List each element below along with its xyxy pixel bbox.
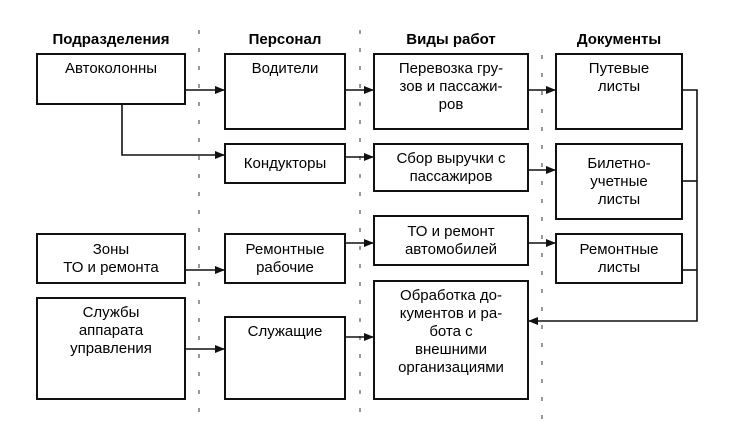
box-maintenance-zones: Зоны ТО и ремонта [36, 233, 186, 284]
column-header-work-types: Виды работ [406, 31, 496, 48]
column-header-staff: Персонал [248, 31, 322, 48]
box-label: управления [70, 340, 152, 357]
box-label: пассажиров [409, 167, 493, 185]
arrow-columns-conductors [121, 105, 225, 159]
box-label: Ремонтные [245, 240, 325, 258]
box-label: Кондукторы [243, 154, 327, 172]
box-drivers: Водители [224, 53, 346, 130]
box-label: Водители [251, 60, 319, 77]
box-label: Сбор выручки с [396, 149, 506, 167]
box-label: внешними [415, 341, 487, 358]
box-label: Ремонтные [579, 240, 659, 258]
box-label: Билетно- [587, 154, 651, 172]
column-header-departments: Подразделения [52, 31, 170, 48]
box-label: листы [597, 258, 641, 276]
box-label: Перевозка гру- [398, 60, 504, 77]
box-label: ров [438, 96, 464, 113]
box-label: Службы [82, 304, 140, 321]
box-vehicle-maintenance: ТО и ремонт автомобилей [373, 215, 529, 266]
box-fare-collection: Сбор выручки с пассажиров [373, 143, 529, 192]
box-label: ТО и ремонт [407, 222, 495, 240]
box-document-processing: Обработка до- кументов и ра- бота с внеш… [373, 280, 529, 400]
box-conductors: Кондукторы [224, 143, 346, 184]
column-separators [198, 30, 543, 420]
box-label: Зоны [92, 240, 130, 258]
box-management-services: Службы аппарата управления [36, 297, 186, 400]
box-label: Обработка до- [400, 287, 502, 304]
box-label: Автоколонны [64, 60, 158, 77]
box-clerks: Служащие [224, 316, 346, 400]
box-label: Путевые [588, 60, 650, 77]
box-label: ТО и ремонта [63, 258, 159, 276]
box-label: зов и пассажи- [399, 78, 503, 95]
box-transport: Перевозка гру- зов и пассажи- ров [373, 53, 529, 130]
box-label: рабочие [256, 258, 314, 276]
box-repair-workers: Ремонтные рабочие [224, 233, 346, 284]
box-label: автомобилей [404, 240, 498, 258]
box-waybills: Путевые листы [555, 53, 683, 130]
column-header-documents: Документы [576, 31, 662, 48]
box-ticket-sheets: Билетно- учетные листы [555, 143, 683, 220]
box-label: листы [597, 190, 641, 208]
box-label: организациями [398, 359, 504, 376]
box-label: Служащие [247, 323, 323, 340]
box-motor-columns: Автоколонны [36, 53, 186, 105]
box-label: бота с [429, 323, 473, 340]
arrow-documents-processing [528, 89, 698, 325]
box-label: листы [597, 78, 641, 95]
box-label: кументов и ра- [399, 305, 503, 322]
box-repair-sheets: Ремонтные листы [555, 233, 683, 284]
box-label: аппарата [78, 322, 144, 339]
box-label: учетные [590, 172, 648, 190]
